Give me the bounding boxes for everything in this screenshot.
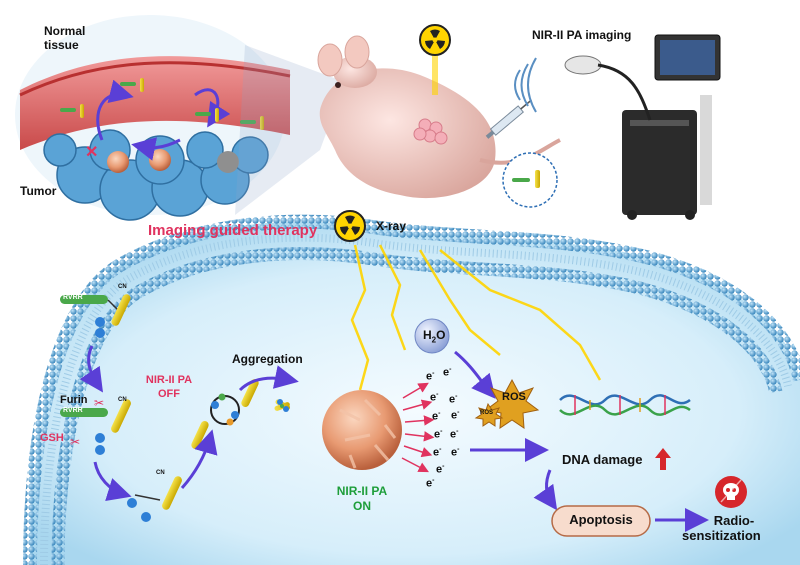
- electron: e-: [430, 391, 439, 404]
- skull-icon: [715, 476, 747, 508]
- label-imaging-guided-therapy: Imaging guided therapy: [148, 222, 318, 239]
- pa-imaging-device: [564, 34, 721, 220]
- electron: e-: [443, 366, 452, 379]
- tumor-vessel-inset: ✕: [15, 15, 291, 221]
- label-radio-line2: sensitization: [682, 528, 761, 543]
- h2o-bubble: [414, 318, 450, 354]
- electron: e-: [450, 428, 459, 441]
- zoom-callout: [235, 45, 345, 215]
- label-xray: X-ray: [376, 219, 407, 233]
- svg-text:✕: ✕: [85, 144, 98, 161]
- probe-molecule-glyphs: [60, 82, 256, 124]
- electron: e-: [451, 446, 460, 459]
- label-nir-off-line1: NIR-II PA: [145, 374, 193, 386]
- electron: e-: [436, 463, 445, 476]
- flow-arrows: [79, 345, 709, 532]
- electron: e-: [426, 370, 435, 383]
- signal-waves: [514, 57, 537, 113]
- electron: e-: [432, 410, 441, 423]
- label-h2o: H2O: [423, 328, 446, 345]
- radiation-icon: [419, 24, 451, 56]
- xray-lightning: [350, 244, 602, 391]
- label-furin: Furin: [60, 394, 88, 406]
- xray-radiation-icon: [334, 210, 366, 242]
- label-radio-line1: Radio-: [713, 513, 755, 528]
- cn-label-1: CN: [118, 284, 127, 290]
- label-apoptosis: Apoptosis: [569, 512, 633, 527]
- svg-text:✂: ✂: [94, 396, 104, 410]
- label-nir-on-line1: NIR-II PA: [336, 484, 388, 498]
- label-normal-tissue-line1: Normal: [44, 24, 86, 38]
- label-gsh: GSH: [40, 432, 64, 444]
- label-dna-damage: DNA damage: [562, 452, 643, 467]
- svg-text:✂: ✂: [70, 435, 80, 449]
- label-normal-tissue-line2: tissue: [44, 38, 79, 52]
- label-tumor: Tumor: [20, 184, 57, 198]
- electron: e-: [449, 393, 458, 406]
- electron: e-: [434, 428, 443, 441]
- dna-strand: [559, 394, 691, 416]
- syringe-icon: [485, 99, 532, 139]
- cn-label-3: CN: [156, 470, 165, 476]
- electron-emission-arrows: [401, 382, 435, 473]
- label-ros: ROS: [502, 391, 526, 403]
- ros-burst: [474, 378, 540, 429]
- label-ros-small: ROS: [480, 410, 494, 416]
- increase-arrow-icon: [655, 448, 671, 470]
- probe-molecule-cleavable: ✂ ✂: [60, 396, 131, 455]
- probe-molecule: [60, 294, 131, 338]
- label-nir-off-line2: OFF: [158, 388, 180, 400]
- label-nir-on-line2: ON: [353, 499, 371, 513]
- electron: e-: [426, 477, 435, 490]
- label-aggregation: Aggregation: [232, 352, 303, 366]
- aggregate-cluster: [274, 399, 291, 412]
- label-nir-pa-imaging: NIR-II PA imaging: [532, 28, 632, 42]
- electron: e-: [433, 446, 442, 459]
- peptide-label-2: RVRR: [63, 407, 83, 414]
- mouse-illustration: [317, 35, 561, 199]
- peptide-label-1: RVRR: [63, 294, 83, 301]
- electron: e-: [451, 409, 460, 422]
- cn-label-2: CN: [118, 397, 127, 403]
- nanoparticle-sphere: [322, 390, 402, 470]
- apoptosis-box: [551, 505, 651, 537]
